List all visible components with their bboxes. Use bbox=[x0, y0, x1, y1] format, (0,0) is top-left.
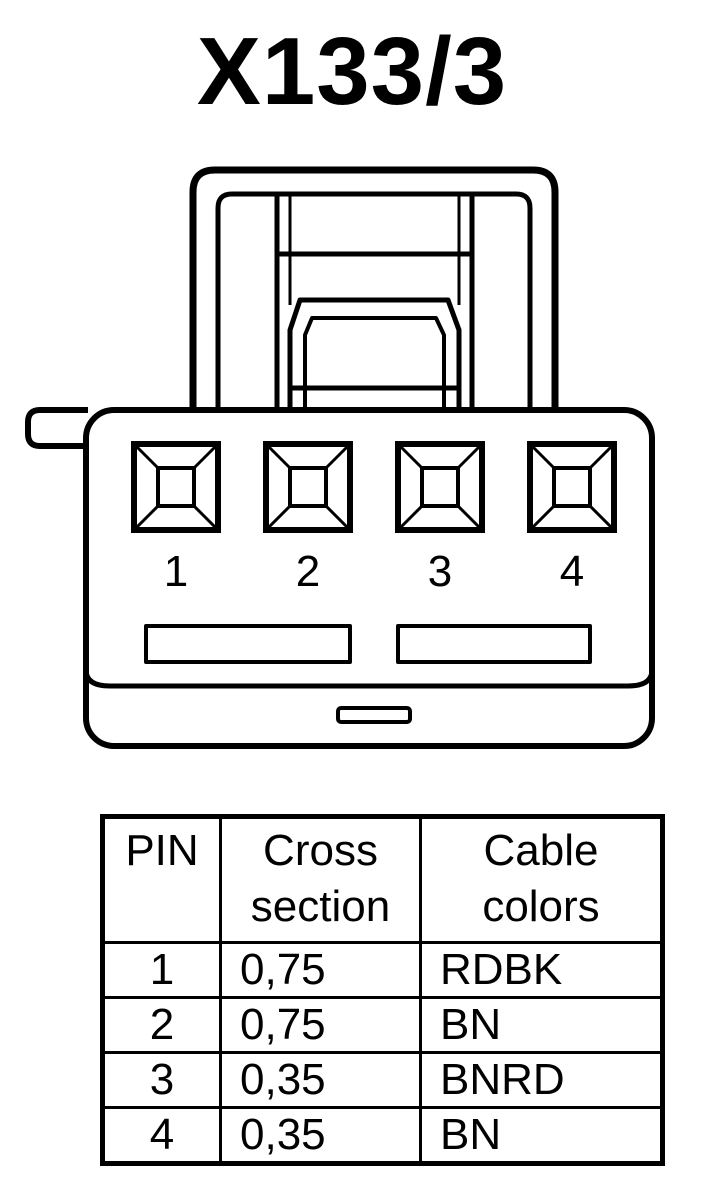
cell-cross-section: 0,75 bbox=[219, 996, 422, 1054]
header-cross-section: Cross section bbox=[219, 815, 422, 944]
slot-left bbox=[144, 624, 352, 664]
cell-cross-section: 0,35 bbox=[219, 1051, 422, 1109]
cell-cable-color: RDBK bbox=[419, 941, 664, 999]
cell-pin: 1 bbox=[101, 941, 222, 999]
locking-tab bbox=[287, 297, 462, 410]
pin-label-2: 2 bbox=[296, 547, 320, 596]
pin-assignment-table: PIN Cross section Cable colors 1 0,75 RD… bbox=[100, 814, 665, 1166]
pin-label-1: 1 bbox=[164, 547, 188, 596]
table-row: 2 0,75 BN bbox=[101, 996, 664, 1054]
cell-cable-color: BN bbox=[419, 1106, 664, 1165]
header-pin: PIN bbox=[101, 815, 222, 944]
pin-label-3: 3 bbox=[428, 547, 452, 596]
table-row: 3 0,35 BNRD bbox=[101, 1051, 664, 1109]
housing bbox=[83, 407, 655, 749]
latch-outer bbox=[189, 166, 559, 410]
side-tab bbox=[25, 407, 88, 449]
table-header-row: PIN Cross section Cable colors bbox=[101, 815, 664, 944]
cell-cross-section: 0,35 bbox=[219, 1106, 422, 1165]
cell-pin: 3 bbox=[101, 1051, 222, 1109]
latch-inner bbox=[215, 191, 533, 410]
slot-right bbox=[396, 624, 592, 664]
cell-pin: 2 bbox=[101, 996, 222, 1054]
key-slot bbox=[336, 706, 412, 724]
pin-cavities bbox=[131, 441, 617, 533]
pin-cavity-2 bbox=[263, 441, 353, 533]
connector-title: X133/3 bbox=[196, 18, 508, 125]
header-cable-colors: Cable colors bbox=[419, 815, 664, 944]
cell-pin: 4 bbox=[101, 1106, 222, 1165]
cell-cable-color: BN bbox=[419, 996, 664, 1054]
pin-cavity-4 bbox=[527, 441, 617, 533]
cell-cable-color: BNRD bbox=[419, 1051, 664, 1109]
pin-label-4: 4 bbox=[560, 547, 584, 596]
pin-cavity-1 bbox=[131, 441, 221, 533]
pin-cavity-3 bbox=[395, 441, 485, 533]
cell-cross-section: 0,75 bbox=[219, 941, 422, 999]
table-row: 1 0,75 RDBK bbox=[101, 941, 664, 999]
connector-drawing: 1 2 3 4 bbox=[25, 166, 655, 749]
table-row: 4 0,35 BN bbox=[101, 1106, 664, 1165]
